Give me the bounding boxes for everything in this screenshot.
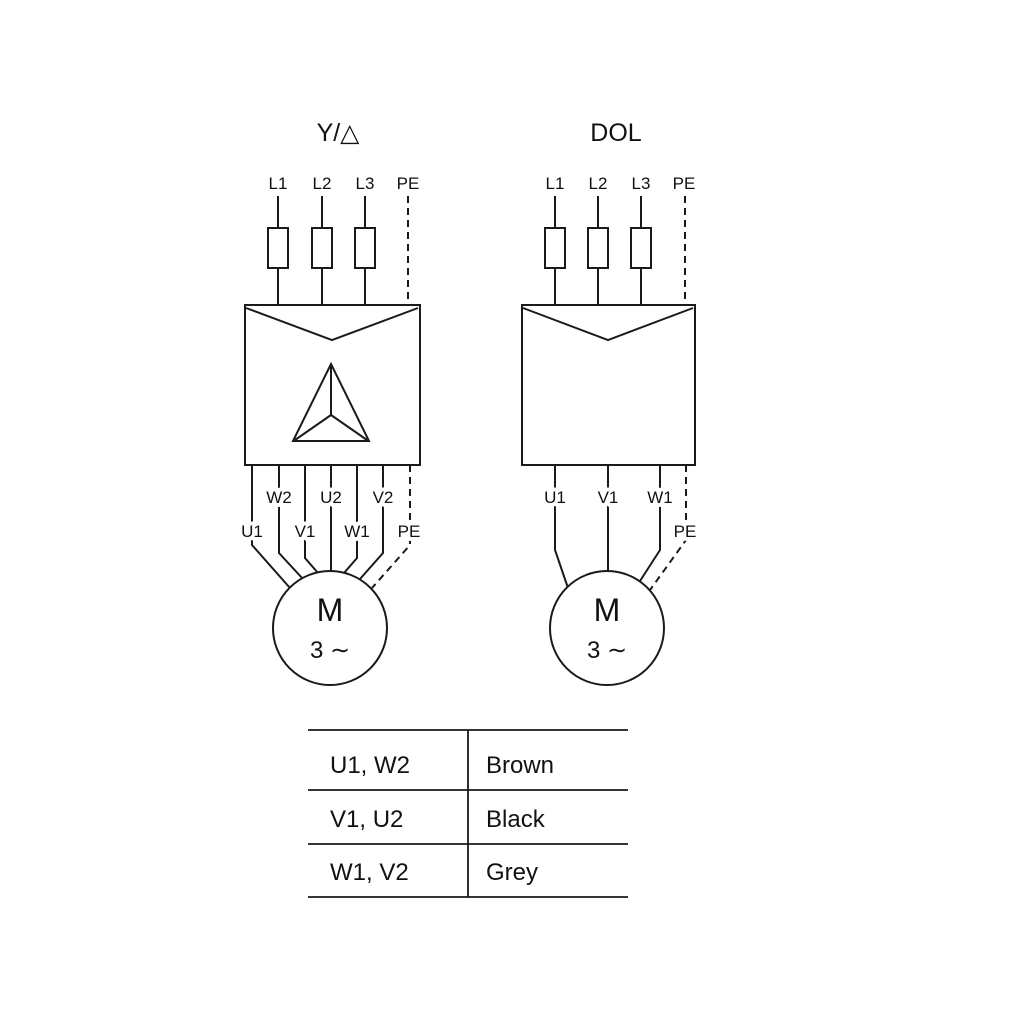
terminal-label-v1: V1 [295,522,316,541]
table-color-row3: Grey [486,859,538,886]
terminal-label-pe: PE [674,522,697,541]
motor-wire-pe-dashed [649,465,687,591]
motor-wire-pe-dashed [371,465,411,589]
motor-phase: 3 ∼ [587,637,627,664]
star-delta-supply-label-l1: L1 [269,174,288,193]
motor-letter: M [317,592,344,628]
fuse [311,227,333,269]
chevron-symbol [522,307,694,342]
dol-supply-label-l1: L1 [546,174,565,193]
wire-color-table: U1, W2 Brown V1, U2 Black W1, V2 Grey [308,729,628,898]
terminal-label-w1: W1 [344,522,370,541]
motor-letter: M [594,592,621,628]
dol-diagram: DOL L1 L2 L3 PE U1 V1 W1 PE M 3 ∼ [521,119,700,686]
delta-symbol [291,361,371,442]
starter-box [521,304,696,466]
motor-circle [272,570,388,686]
terminal-label-v2: V2 [373,488,394,507]
table-color-row1: Brown [486,752,554,779]
motor-wire-v2 [359,465,384,580]
dol-supply-label-pe: PE [673,174,696,193]
motor-wire-w2 [278,465,304,580]
terminal-label-u1: U1 [544,488,566,507]
delta-triangle [291,361,371,442]
table-terminals-row1: U1, W2 [330,752,410,779]
terminal-label-u2: U2 [320,488,342,507]
terminal-label-pe: PE [398,522,421,541]
star-delta-title: Y/△ [317,119,361,147]
table-terminals-row2: V1, U2 [330,806,403,833]
delta-spoke [294,414,332,441]
delta-spoke [330,414,368,441]
dol-supply-label-l3: L3 [632,174,651,193]
chevron-symbol [245,307,419,342]
star-delta-supply-label-l2: L2 [313,174,332,193]
star-delta-diagram: Y/△ L1 L2 L3 PE [237,119,424,686]
terminal-label-v1: V1 [598,488,619,507]
terminal-label-w1: W1 [647,488,673,507]
fuse [354,227,376,269]
fuse [630,227,652,269]
motor-wire-w1 [639,465,661,582]
motor-phase: 3 ∼ [310,637,350,664]
terminal-label-u1: U1 [241,522,263,541]
fuse [267,227,289,269]
motor-wire-u1 [251,465,291,589]
star-delta-supply-label-l3: L3 [356,174,375,193]
terminal-label-w2: W2 [266,488,292,507]
motor-circle [549,570,665,686]
fuse [587,227,609,269]
motor-wire-v1 [304,465,319,574]
table-terminals-row3: W1, V2 [330,859,409,886]
dol-title: DOL [590,119,642,147]
fuse [544,227,566,269]
table-color-row2: Black [486,806,546,833]
starter-box [244,304,421,466]
motor-wire-w1 [343,465,358,574]
star-delta-supply-label-pe: PE [397,174,420,193]
dol-supply-label-l2: L2 [589,174,608,193]
motor-wire-u1 [554,465,569,589]
